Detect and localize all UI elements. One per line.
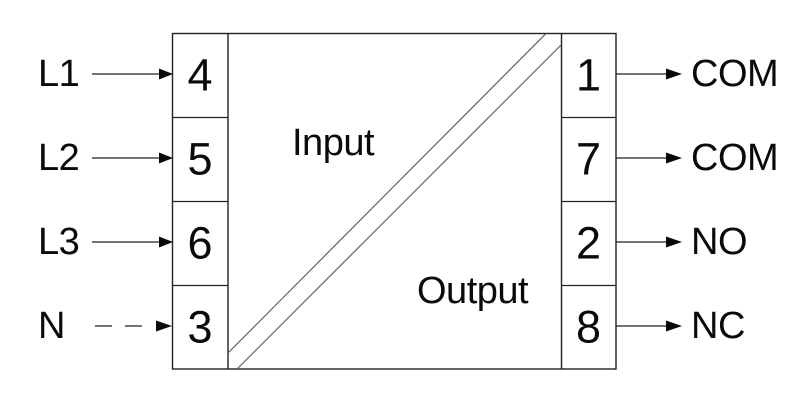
input-output-separator-line bbox=[227, 33, 547, 354]
wire-nc-arrowhead-icon bbox=[666, 320, 682, 332]
source-label-l1: L1 bbox=[38, 53, 80, 95]
source-label-n: N bbox=[38, 305, 65, 347]
output-label-nc: NC bbox=[691, 305, 745, 347]
wire-no-arrowhead-icon bbox=[666, 236, 682, 248]
output-label-com-7: COM bbox=[691, 137, 779, 179]
terminal-number-1: 1 bbox=[575, 49, 602, 101]
input-output-separator-line bbox=[236, 44, 562, 370]
output-label-no: NO bbox=[691, 221, 748, 263]
section-label-output: Output bbox=[417, 270, 529, 312]
wire-l1-arrowhead-icon bbox=[159, 68, 173, 80]
output-label-com-1: COM bbox=[691, 53, 779, 95]
wire-l3-arrowhead-icon bbox=[159, 236, 173, 248]
terminal-number-7: 7 bbox=[575, 133, 602, 185]
wire-com7-arrowhead-icon bbox=[666, 152, 682, 164]
terminal-number-6: 6 bbox=[187, 217, 213, 269]
terminal-number-8: 8 bbox=[575, 301, 602, 353]
terminal-number-2: 2 bbox=[575, 217, 602, 269]
wire-com1-arrowhead-icon bbox=[666, 68, 682, 80]
module-outline bbox=[171, 32, 617, 370]
section-label-input: Input bbox=[292, 122, 375, 164]
source-label-l2: L2 bbox=[38, 137, 80, 179]
source-label-l3: L3 bbox=[38, 221, 80, 263]
wire-l2-arrowhead-icon bbox=[159, 152, 173, 164]
wire-n-arrowhead-icon bbox=[156, 320, 172, 332]
terminal-number-3: 3 bbox=[187, 301, 213, 353]
terminal-number-4: 4 bbox=[187, 49, 213, 101]
terminal-number-5: 5 bbox=[187, 133, 213, 185]
